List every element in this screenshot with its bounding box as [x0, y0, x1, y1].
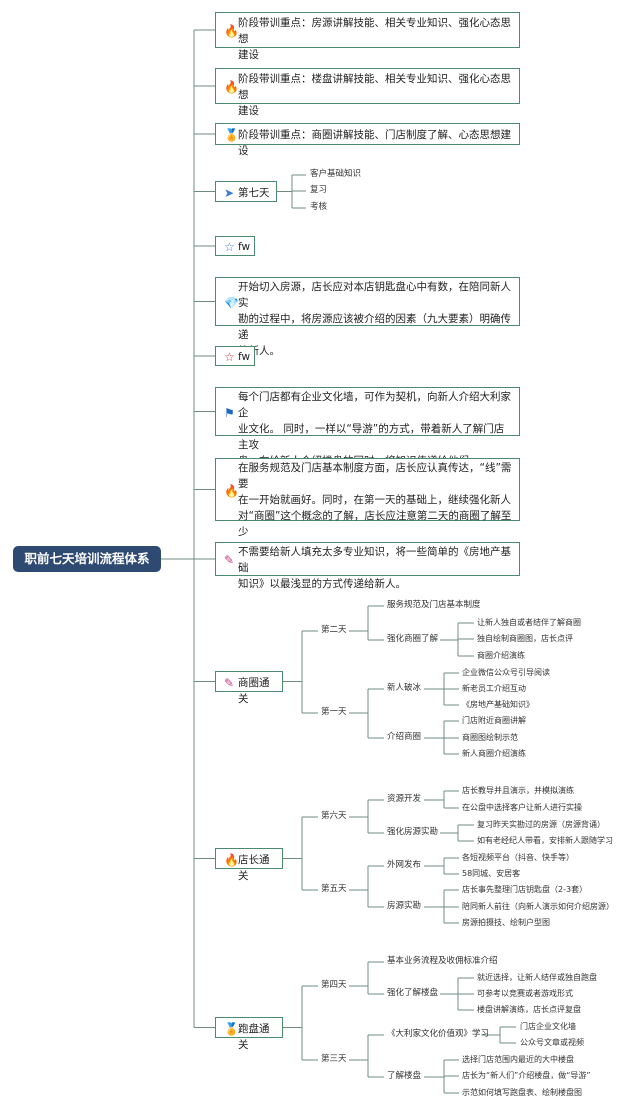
node-text-line: 给新人。	[238, 345, 280, 357]
node-text-line: 阶段带训重点：商圈讲解技能、门店制度了解、心态思想建设	[238, 129, 511, 157]
sub-topic-label: 外网发布	[387, 860, 422, 870]
branch-node-10: ✎不需要给新人填充太多专业知识，将一些简单的《房地产基础知识》以最浅显的方式传递…	[215, 542, 520, 590]
day-label: 第三天	[321, 1054, 347, 1064]
detail-item: 如有老经纪人带看，安排新人跟随学习	[477, 836, 613, 845]
day-label: 第二天	[321, 625, 347, 635]
magic-wand-icon: ✎	[224, 675, 235, 690]
detail-item: 新人商圈介绍演练	[462, 749, 526, 758]
detail-item: 各短视频平台（抖音、快手等）	[462, 853, 574, 862]
sub-topic-label: 强化了解楼盘	[387, 988, 439, 998]
detail-item: 陪同新人前往（向新人演示如何介绍房源）	[462, 902, 614, 911]
detail-item: 店长事先整理门店钥匙盘（2-3套）	[462, 885, 588, 894]
node-text-line: 在服务规范及门店基本制度方面，店长应认真传达，“线”需要	[238, 462, 512, 490]
day-label: 第五天	[321, 884, 347, 894]
flame-icon: 🔥	[224, 24, 239, 38]
detail-item: 58同城、安居客	[462, 869, 521, 878]
medal-icon: 🏅	[224, 1021, 239, 1036]
detail-item: 门店企业文化墙	[520, 1022, 576, 1031]
node-text-line: 对“商圈”这个概念的了解，店长应注意第二天的商圈了解至少	[238, 510, 512, 538]
detail-item: 就近选择，让新人结伴或独自跑盘	[477, 973, 597, 982]
sub-topic-label: 新人破冰	[387, 683, 422, 693]
branch-node-4: ➤第七天	[215, 181, 277, 202]
sub-topic-label: 了解楼盘	[387, 1071, 422, 1081]
flag-icon: ⚑	[224, 405, 235, 420]
paper-plane-icon: ➤	[224, 185, 235, 200]
node-text-line: 每个门店都有企业文化墙，可作为契机，向新人介绍大利家企	[238, 391, 511, 419]
node-text-line: 知识》以最浅显的方式传递给新人。	[238, 578, 406, 590]
detail-item: 示范如何填写跑盘表、绘制楼盘图	[462, 1088, 582, 1097]
root-topic: 职前七天培训流程体系	[13, 546, 161, 572]
detail-item: 商圈介绍演练	[477, 651, 525, 660]
detail-item: 店长为“新人们”介绍楼盘，做“导游”	[462, 1071, 591, 1080]
branch-node-2: 🔥阶段带训重点：楼盘讲解技能、相关专业知识、强化心态思想建设	[215, 68, 520, 117]
sub-topic-label: 房源实勘	[387, 901, 422, 911]
node-text-line: 第七天	[238, 186, 270, 199]
node-text-line: fw	[238, 351, 251, 363]
branch-node-12: 🔥店长通关	[215, 848, 283, 882]
day-label: 第一天	[321, 707, 347, 717]
node-text-line: 开始切入房源，店长应对本店钥匙盘心中有数，在陪同新人实	[238, 281, 511, 309]
sub-topic-label: 资源开发	[387, 794, 422, 804]
branch-node-3: 🏅阶段带训重点：商圈讲解技能、门店制度了解、心态思想建设	[215, 123, 520, 157]
detail-item: 复习昨天实勘过的房源（房源背诵）	[477, 820, 605, 829]
branch-node-11: ✎商圈通关	[215, 671, 283, 705]
sub-topic-label: 服务规范及门店基本制度	[387, 600, 481, 610]
sub-topic-label: 强化房源实勘	[387, 827, 439, 837]
detail-item: 门店附近商圈讲解	[462, 716, 526, 725]
node-text-line: 业文化。 同时，一样以“导游”的方式，带着新人了解门店主攻	[238, 423, 505, 451]
branch-node-6: 💎开始切入房源，店长应对本店钥匙盘心中有数，在陪同新人实勘的过程中，将房源应该被…	[215, 277, 520, 357]
diamond-icon: 💎	[224, 295, 239, 310]
node-text-line: 阶段带训重点：房源讲解技能、相关专业知识、强化心态思想	[238, 17, 511, 45]
node-text-line: 店长通关	[238, 853, 270, 882]
branch-node-5: ☆fw	[215, 236, 255, 256]
detail-item: 店长教导并且演示，并模拟演练	[462, 786, 574, 795]
detail-item: 可参考以竞赛或者游戏形式	[477, 989, 573, 998]
detail-item: 房源拍摄技、绘制户型图	[462, 918, 550, 927]
sub-topic-label: 基本业务流程及收佣标准介绍	[387, 956, 498, 966]
node-text-line: fw	[238, 241, 251, 253]
red-flame-icon: 🔥	[224, 483, 239, 498]
sub-topic-label: 《大利家文化价值观》学习	[387, 1029, 490, 1039]
sub-topic-label: 强化商圈了解	[387, 634, 439, 644]
day-label: 第六天	[321, 811, 347, 821]
detail-item: 独自绘制商圈图，店长点评	[477, 634, 573, 643]
node-text-line: 跑盘通关	[238, 1022, 270, 1051]
detail-item: 楼盘讲解演练，店长点评复盘	[477, 1005, 581, 1014]
detail-item: 公众号文章或视频	[520, 1038, 584, 1047]
branch-node-9: 🔥在服务规范及门店基本制度方面，店长应认真传达，“线”需要在一开始就画好。同时，…	[215, 458, 520, 554]
day7-item: 复习	[310, 185, 328, 195]
red-flame-icon: 🔥	[224, 852, 239, 867]
node-text-line: 不需要给新人填充太多专业知识，将一些简单的《房地产基础	[238, 546, 511, 574]
red-star-outline-icon: ☆	[224, 350, 235, 364]
node-text-line: 商圈通关	[238, 676, 270, 705]
node-text-line: 阶段带训重点：楼盘讲解技能、相关专业知识、强化心态思想	[238, 73, 511, 101]
node-text-line: 在一开始就画好。同时，在第一天的基础上，继续强化新人	[238, 494, 511, 506]
sub-topic-label: 介绍商圈	[387, 732, 422, 742]
magic-wand-icon: ✎	[224, 553, 235, 567]
branch-node-8: ⚑每个门店都有企业文化墙，可作为契机，向新人介绍大利家企业文化。 同时，一样以“…	[215, 387, 520, 467]
branch-node-13: 🏅跑盘通关	[215, 1017, 283, 1051]
detail-item: 在公盘中选择客户让新人进行实操	[462, 803, 582, 812]
branch-node-1: 🔥阶段带训重点：房源讲解技能、相关专业知识、强化心态思想建设	[215, 12, 520, 61]
node-text-line: 勘的过程中，将房源应该被介绍的因素（九大要素）明确传递	[238, 313, 511, 341]
detail-item: 《房地产基础知识》	[462, 700, 534, 709]
node-text-line: 建设	[238, 49, 259, 61]
branch-node-7: ☆fw	[215, 346, 255, 366]
node-text-line: 建设	[238, 105, 259, 117]
day7-item: 客户基础知识	[310, 169, 362, 179]
detail-item: 选择门店范围内最近的大中楼盘	[462, 1055, 574, 1064]
flame-icon: 🔥	[224, 80, 239, 94]
day7-item: 考核	[310, 202, 328, 212]
day-label: 第四天	[321, 980, 347, 990]
star-outline-icon: ☆	[224, 240, 235, 254]
detail-item: 新老员工介绍互动	[462, 684, 526, 693]
detail-item: 企业微信公众号引导阅读	[462, 668, 550, 677]
detail-item: 让新人独自或者结伴了解商圈	[477, 618, 581, 627]
medal-icon: 🏅	[224, 128, 239, 142]
detail-item: 商圈图绘制示范	[462, 733, 518, 742]
